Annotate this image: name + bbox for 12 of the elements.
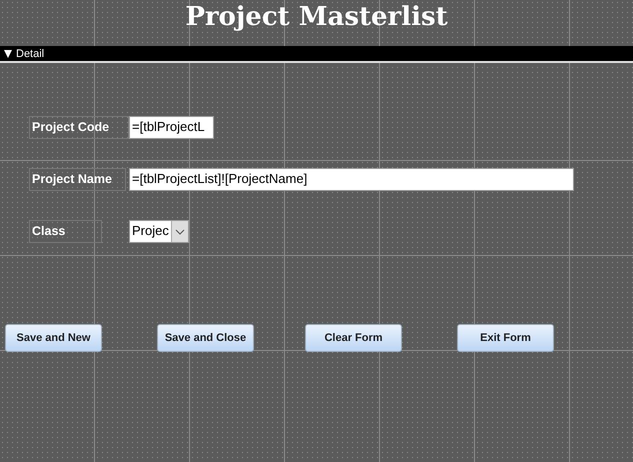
form-title: Project Masterlist <box>184 2 449 32</box>
combo-box: Projec <box>129 220 189 243</box>
field-label: Class <box>29 220 102 243</box>
exit-button: Exit Form <box>457 324 554 352</box>
save-close-button: Save and Close <box>157 324 254 352</box>
field-label: Project Code <box>29 116 129 139</box>
clear-button: Clear Form <box>305 324 402 352</box>
text-field: =[tblProjectList]![ProjectName] <box>129 168 574 191</box>
text-field: =[tblProjectL <box>129 116 214 139</box>
section-label: Detail <box>16 48 44 60</box>
field-label: Project Name <box>29 168 126 191</box>
save-new-button: Save and New <box>5 324 102 352</box>
